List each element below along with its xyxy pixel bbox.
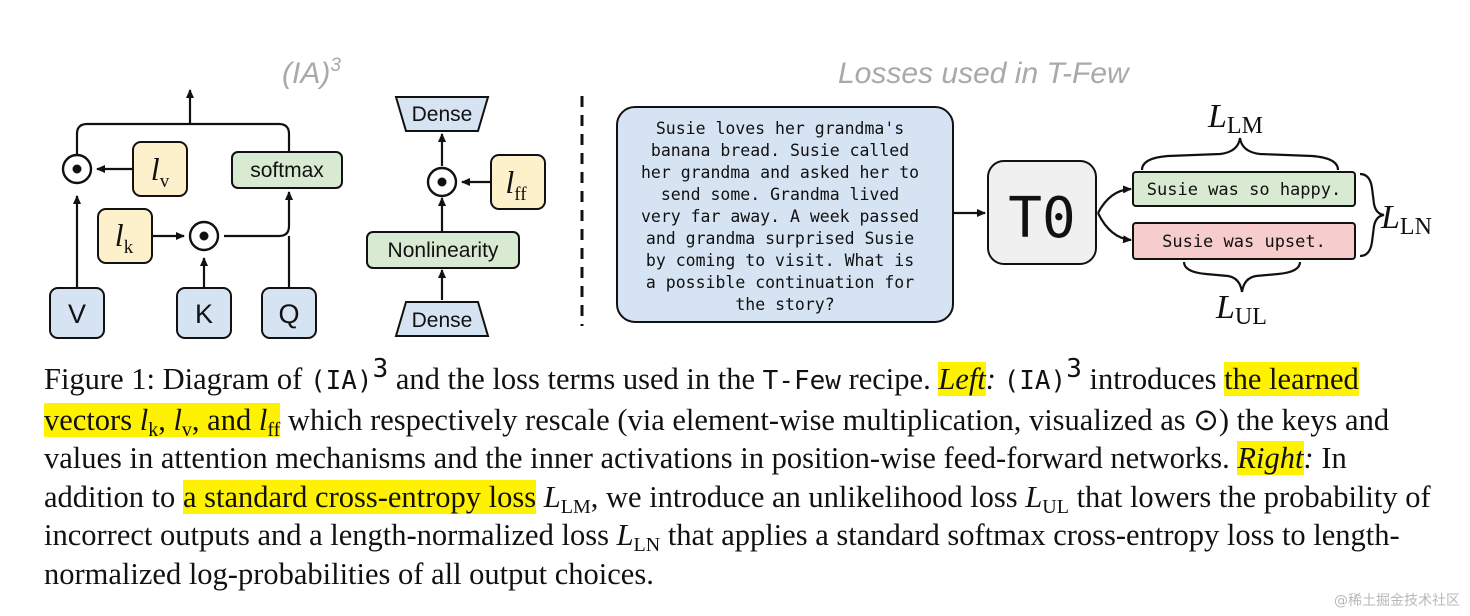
- svg-text:Dense: Dense: [412, 103, 473, 126]
- t0-model-box: T0: [987, 160, 1097, 265]
- svg-text:lk: lk: [115, 217, 134, 258]
- left-panel-title: (IA)3: [282, 55, 341, 90]
- left-label: Left: [938, 362, 986, 396]
- right-panel-title: Losses used in T-Few: [838, 57, 1131, 90]
- svg-text:Susie was upset.: Susie was upset.: [1162, 232, 1326, 252]
- ffn-wiring: [438, 133, 490, 300]
- right-label: Right: [1237, 441, 1304, 475]
- svg-text:Susie loves her grandma's: Susie loves her grandma's banana bread. …: [641, 119, 929, 314]
- watermark: @稀土掘金技术社区: [1334, 593, 1460, 609]
- incorrect-output-box: Susie was upset.: [1132, 222, 1356, 260]
- correct-output-box: Susie was so happy.: [1132, 171, 1356, 207]
- t0-output-arrows: [1097, 185, 1132, 244]
- k-box: K: [176, 287, 232, 339]
- lff-vector-box: lff: [490, 154, 546, 210]
- q-box: Q: [261, 287, 317, 339]
- svg-text:V: V: [68, 299, 86, 329]
- attention-wiring: [73, 89, 293, 288]
- ul-brace: [1182, 261, 1302, 293]
- lk-vector-box: lk: [97, 208, 153, 264]
- svg-text:lff: lff: [505, 164, 527, 205]
- dense-bottom-box: Dense: [394, 301, 490, 337]
- figure-diagram: (IA)3 Losses used in T-Few lv lk softmax…: [49, 55, 1432, 339]
- lm-brace: [1140, 137, 1340, 171]
- svg-text:K: K: [195, 299, 213, 329]
- ln-loss-label: LLN: [1380, 199, 1432, 240]
- svg-text:Dense: Dense: [412, 309, 473, 332]
- svg-text:softmax: softmax: [250, 159, 324, 182]
- lv-vector-box: lv: [132, 141, 188, 197]
- figure-caption: Figure 1: Diagram of (IA)3 and the loss …: [44, 354, 1431, 591]
- svg-text:Susie was so happy.: Susie was so happy.: [1147, 180, 1341, 200]
- svg-text:T0: T0: [1008, 186, 1075, 251]
- lm-loss-label: LLM: [1207, 98, 1263, 139]
- svg-text:lv: lv: [151, 151, 170, 192]
- dense-top-box: Dense: [394, 96, 490, 132]
- ln-brace: [1359, 172, 1385, 258]
- softmax-box: softmax: [231, 151, 343, 189]
- svg-text:Q: Q: [278, 299, 299, 329]
- prompt-box: Susie loves her grandma's banana bread. …: [616, 106, 954, 323]
- v-box: V: [49, 287, 105, 339]
- svg-text:Nonlinearity: Nonlinearity: [388, 239, 499, 262]
- nonlinearity-box: Nonlinearity: [366, 231, 520, 269]
- highlight-cross-entropy: a standard cross-entropy loss: [182, 479, 537, 514]
- ul-loss-label: LUL: [1215, 289, 1267, 330]
